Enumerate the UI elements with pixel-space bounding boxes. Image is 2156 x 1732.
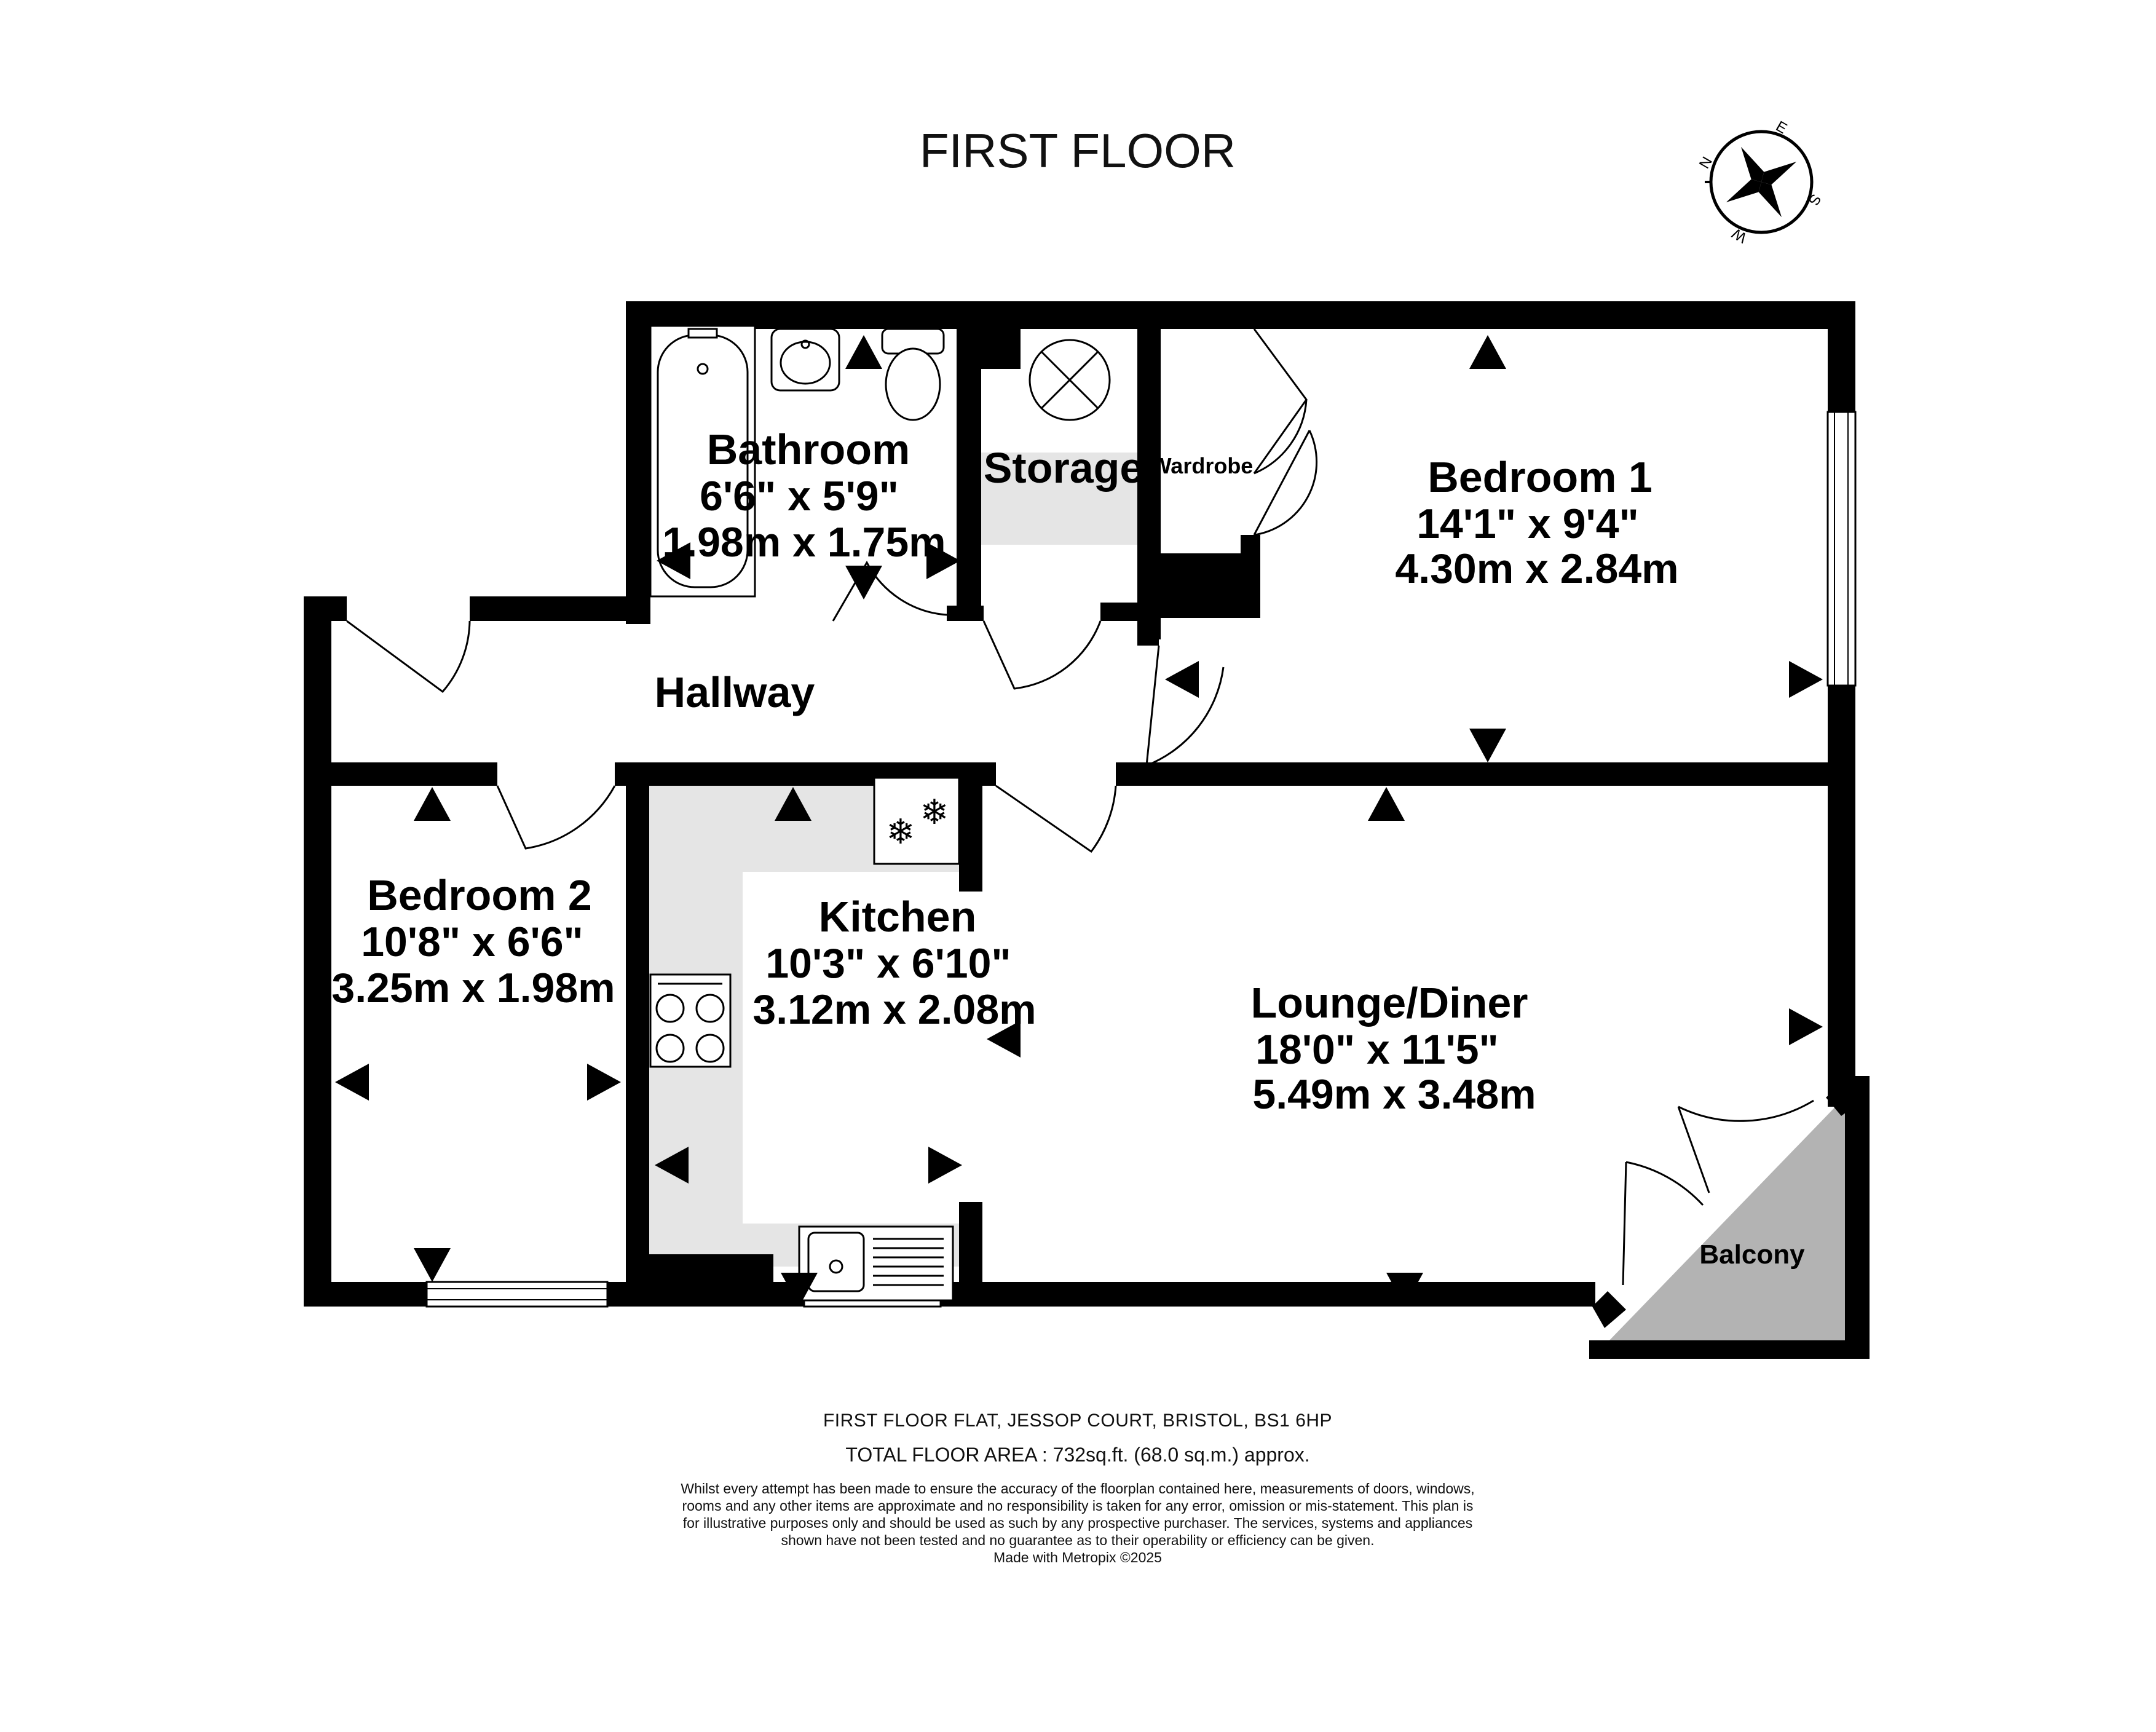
room-name: Bedroom 2 [367, 871, 592, 919]
water-cylinder [1029, 339, 1111, 421]
room-dimensions-imperial: 14'1" x 9'4" [1416, 500, 1639, 547]
room-name: Kitchen [819, 893, 977, 941]
room-dimensions-metric: 3.25m x 1.98m [331, 965, 615, 1011]
room-kitchen: Kitchen 10'3" x 6'10" 3.12m x 2.08m [752, 893, 1036, 1033]
room-hallway-name: Hallway [655, 668, 815, 716]
floor-title: FIRST FLOOR [920, 124, 1236, 178]
room-name: Lounge/Diner [1250, 979, 1528, 1027]
room-balcony-name: Balcony [1699, 1240, 1805, 1270]
door-balcony-2 [1622, 1161, 1704, 1286]
door-balcony-1 [1677, 1099, 1814, 1193]
room-dimensions-metric: 5.49m x 3.48m [1252, 1071, 1536, 1118]
metropix-credit: Made with Metropix ©2025 [993, 1549, 1162, 1565]
toilet [881, 328, 945, 421]
bathtub [649, 325, 756, 598]
room-dimensions-imperial: 10'3" x 6'10" [765, 940, 1011, 987]
room-dimensions-metric: 3.12m x 2.08m [752, 986, 1036, 1033]
walls [304, 301, 1870, 1359]
windows [425, 411, 1857, 1308]
footer: FIRST FLOOR FLAT, JESSOP COURT, BRISTOL,… [586, 1410, 1570, 1566]
wash-basin [770, 328, 840, 392]
window-bedroom1 [1826, 411, 1857, 687]
room-bedroom1: Bedroom 1 14'1" x 9'4" 4.30m x 2.84m [1395, 453, 1678, 592]
floor-fills [649, 453, 1845, 1342]
measurement-arrows [335, 335, 1823, 1307]
wardrobe-label: Wardrobe [1151, 453, 1254, 478]
room-name: Bathroom [707, 425, 910, 473]
room-lounge-diner: Lounge/Diner 18'0" x 11'5" 5.49m x 3.48m [1250, 979, 1536, 1118]
room-name: Bedroom 1 [1427, 453, 1653, 501]
door-bedroom-hallway-entry [346, 620, 471, 694]
room-dimensions-metric: 4.30m x 2.84m [1395, 545, 1678, 592]
kitchen-floor [649, 778, 968, 1267]
fixtures: ❄ ❄ [649, 325, 1111, 1302]
door-bedroom2 [496, 785, 616, 850]
room-dimensions-imperial: 6'6" x 5'9" [700, 473, 899, 520]
compass-letter-w: W [1729, 224, 1750, 246]
room-storage-name: Storage [984, 444, 1144, 492]
property-address: FIRST FLOOR FLAT, JESSOP COURT, BRISTOL,… [823, 1410, 1333, 1431]
compass-rose-icon: N E S W [1696, 118, 1824, 246]
fridge-freezer: ❄ ❄ [873, 777, 960, 865]
svg-text:❄: ❄ [920, 793, 949, 832]
room-dimensions-metric: 1.98m x 1.75m [662, 519, 946, 566]
room-bedroom2: Bedroom 2 10'8" x 6'6" 3.25m x 1.98m [331, 871, 615, 1011]
storage-floor [979, 453, 1139, 545]
door-lounge [995, 785, 1117, 853]
window-bedroom2 [425, 1281, 609, 1308]
hob [649, 973, 732, 1068]
room-dimensions-imperial: 18'0" x 11'5" [1255, 1026, 1499, 1073]
room-bathroom: Bathroom 6'6" x 5'9" 1.98m x 1.75m [662, 425, 946, 566]
total-floor-area: TOTAL FLOOR AREA : 732sq.ft. (68.0 sq.m.… [845, 1444, 1310, 1466]
door-bedroom1 [1145, 645, 1225, 767]
svg-text:❄: ❄ [886, 812, 915, 852]
balcony-floor [1608, 1097, 1845, 1342]
kitchen-sink [798, 1225, 954, 1302]
disclaimer: Whilst every attempt has been made to en… [681, 1481, 1475, 1548]
door-storage [982, 620, 1102, 690]
compass-letter-s: S [1805, 191, 1824, 208]
room-dimensions-imperial: 10'8" x 6'6" [361, 919, 583, 965]
